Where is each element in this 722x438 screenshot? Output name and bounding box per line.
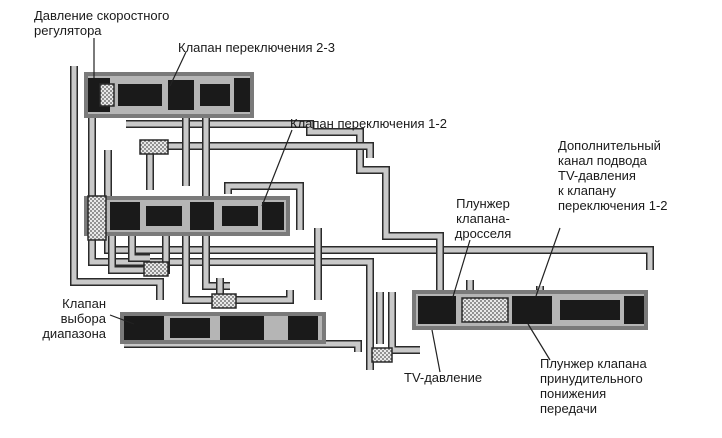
label-governor-pressure: Давление скоростного регулятора [34, 8, 170, 38]
check-block [211, 293, 237, 309]
leader-line [535, 227, 561, 297]
valve-land [110, 202, 140, 230]
leader-line [261, 129, 293, 207]
check-block [143, 261, 169, 277]
label-tv-pressure: TV-давление [404, 370, 483, 385]
valve-spring [99, 83, 115, 107]
channel [140, 143, 373, 158]
channel [129, 236, 150, 261]
valve-land [146, 206, 182, 226]
valve-spring [87, 195, 107, 241]
leaders [93, 38, 561, 373]
valve-land [170, 318, 210, 338]
label-extra-tv-channel: Дополнительный канал подвода TV-давления… [558, 138, 668, 213]
leader-line [527, 323, 551, 361]
shift-valve-1-2-drawing [84, 195, 290, 241]
valve-land [512, 296, 552, 324]
label-manual-valve: Клапан выбора диапазона [42, 296, 106, 341]
valve-land [168, 80, 194, 110]
valve-land [222, 206, 258, 226]
channel [109, 232, 169, 273]
leader-line [109, 314, 135, 325]
valve-land [262, 202, 284, 230]
valve-land [288, 316, 318, 340]
channel [89, 110, 373, 370]
leader-line [169, 51, 187, 87]
shift-valve-2-3-drawing [84, 72, 254, 118]
throttle-valve-drawing [412, 290, 648, 330]
valve-spring [461, 297, 509, 323]
valve-land [124, 316, 164, 340]
leader-line [451, 239, 471, 301]
valve-land [118, 84, 162, 106]
channel [126, 121, 443, 290]
valve-land [220, 316, 264, 340]
leader-line [431, 329, 441, 373]
valve-land [234, 78, 250, 112]
check-block [371, 347, 393, 363]
check-block [139, 139, 169, 155]
manual-valve-drawing [120, 312, 326, 344]
valve-land [200, 84, 230, 106]
label-shift-valve-2-3: Клапан переключения 2-3 [178, 40, 335, 55]
label-shift-valve-1-2: Клапан переключения 1-2 [290, 116, 447, 131]
label-throttle-plunger: Плунжер клапана- дросселя [454, 196, 512, 241]
valve-land [560, 300, 620, 320]
valve-land [418, 296, 456, 324]
channel [71, 66, 163, 300]
label-kickdown-plunger: Плунжер клапана принудительного понижени… [540, 356, 647, 416]
channel [225, 183, 303, 230]
valve-land [190, 202, 214, 230]
channel [183, 232, 293, 303]
check-blocks [139, 139, 393, 363]
valve-land [624, 296, 644, 324]
